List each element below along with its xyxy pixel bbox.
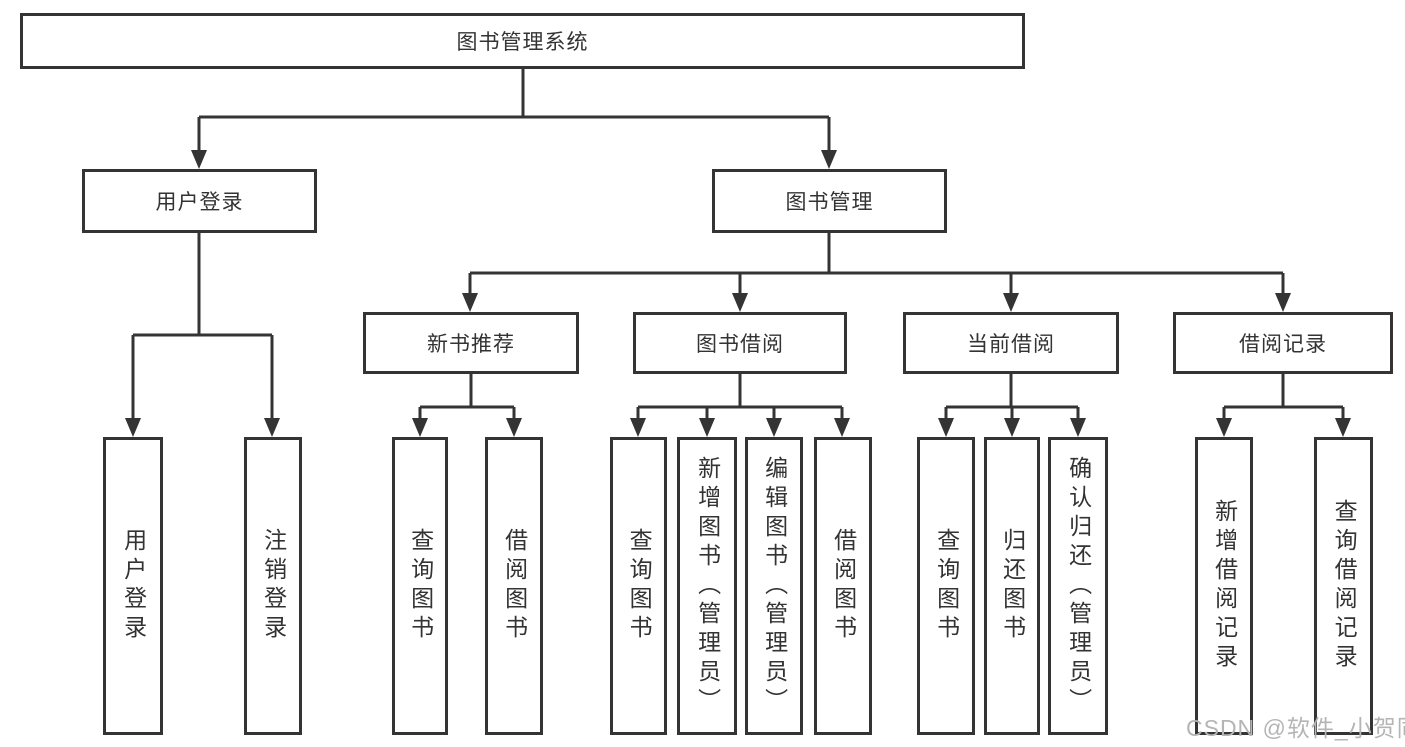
leaf-edit-books-admin: 编辑图书（管理员） <box>745 437 803 735</box>
connector-new-book-children <box>418 374 516 421</box>
arrowhead-icon <box>191 150 207 169</box>
leaf-query-books-current-label: 查询图书 <box>933 528 960 644</box>
node-new-book-recommend-label: 新书推荐 <box>427 333 515 356</box>
arrowhead-icon <box>630 418 646 437</box>
node-user-login: 用户登录 <box>82 169 317 233</box>
arrowhead-icon <box>821 150 837 169</box>
arrowhead-icon <box>125 418 141 437</box>
leaf-add-books-admin: 新增图书（管理员） <box>677 437 737 735</box>
arrowhead-icon <box>264 418 280 437</box>
leaf-borrow-books-recommend: 借阅图书 <box>485 437 543 735</box>
leaf-borrow-books-recommend-label: 借阅图书 <box>501 528 528 644</box>
connector-book-borrow-children <box>636 374 844 421</box>
arrowhead-icon <box>1003 293 1019 312</box>
node-current-borrow: 当前借阅 <box>903 312 1119 374</box>
leaf-confirm-return-admin-label: 确认归还（管理员） <box>1065 455 1092 717</box>
leaf-add-books-admin-label: 新增图书（管理员） <box>694 455 721 717</box>
connector-root-to-level2 <box>197 69 831 153</box>
leaf-return-books-label: 归还图书 <box>999 528 1026 644</box>
connector-book-management-children <box>468 233 1285 296</box>
connector-user-login-children <box>131 233 274 421</box>
leaf-user-login-label: 用户登录 <box>120 528 147 644</box>
leaf-query-borrow-record: 查询借阅记录 <box>1314 437 1373 735</box>
node-book-borrow: 图书借阅 <box>633 312 847 374</box>
arrowhead-icon <box>1070 418 1086 437</box>
leaf-query-books-recommend-label: 查询图书 <box>407 528 434 644</box>
node-borrow-records: 借阅记录 <box>1173 312 1393 374</box>
node-book-borrow-label: 图书借阅 <box>696 333 784 356</box>
leaf-user-login: 用户登录 <box>103 437 163 735</box>
node-borrow-records-label: 借阅记录 <box>1239 333 1327 356</box>
arrowheads <box>125 150 1351 437</box>
leaf-borrow-books-borrow: 借阅图书 <box>814 437 872 735</box>
leaf-query-books-recommend: 查询图书 <box>392 437 448 735</box>
leaf-query-books-borrow-label: 查询图书 <box>626 528 653 644</box>
leaf-logout: 注销登录 <box>244 437 302 735</box>
leaf-query-books-current: 查询图书 <box>917 437 975 735</box>
csdn-watermark: CSDN @软件_小贺同学 <box>1186 715 1405 741</box>
arrowhead-icon <box>834 418 850 437</box>
arrowhead-icon <box>1004 418 1020 437</box>
arrowhead-icon <box>462 293 478 312</box>
arrowhead-icon <box>938 418 954 437</box>
node-book-management-label: 图书管理 <box>785 191 874 214</box>
arrowhead-icon <box>699 418 715 437</box>
leaf-add-borrow-record-label: 新增借阅记录 <box>1211 499 1238 673</box>
arrowhead-icon <box>1216 418 1232 437</box>
node-root-label: 图书管理系统 <box>456 31 589 54</box>
node-new-book-recommend: 新书推荐 <box>363 312 579 374</box>
connector-current-borrow-children <box>944 374 1080 421</box>
node-current-borrow-label: 当前借阅 <box>967 333 1055 356</box>
arrowhead-icon <box>1335 418 1351 437</box>
leaf-confirm-return-admin: 确认归还（管理员） <box>1048 437 1108 735</box>
leaf-query-borrow-record-label: 查询借阅记录 <box>1331 499 1358 673</box>
arrowhead-icon <box>1275 293 1291 312</box>
node-book-management: 图书管理 <box>712 169 947 233</box>
leaf-return-books: 归还图书 <box>984 437 1040 735</box>
leaf-edit-books-admin-label: 编辑图书（管理员） <box>761 455 788 717</box>
arrowhead-icon <box>766 418 782 437</box>
connector-borrow-records-children <box>1222 374 1345 421</box>
node-root-system: 图书管理系统 <box>20 13 1025 69</box>
leaf-logout-label: 注销登录 <box>260 528 287 644</box>
node-user-login-label: 用户登录 <box>155 191 244 214</box>
leaf-query-books-borrow: 查询图书 <box>610 437 667 735</box>
arrowhead-icon <box>412 418 428 437</box>
leaf-borrow-books-borrow-label: 借阅图书 <box>830 528 857 644</box>
arrowhead-icon <box>732 293 748 312</box>
arrowhead-icon <box>506 418 522 437</box>
leaf-add-borrow-record: 新增借阅记录 <box>1195 437 1253 735</box>
